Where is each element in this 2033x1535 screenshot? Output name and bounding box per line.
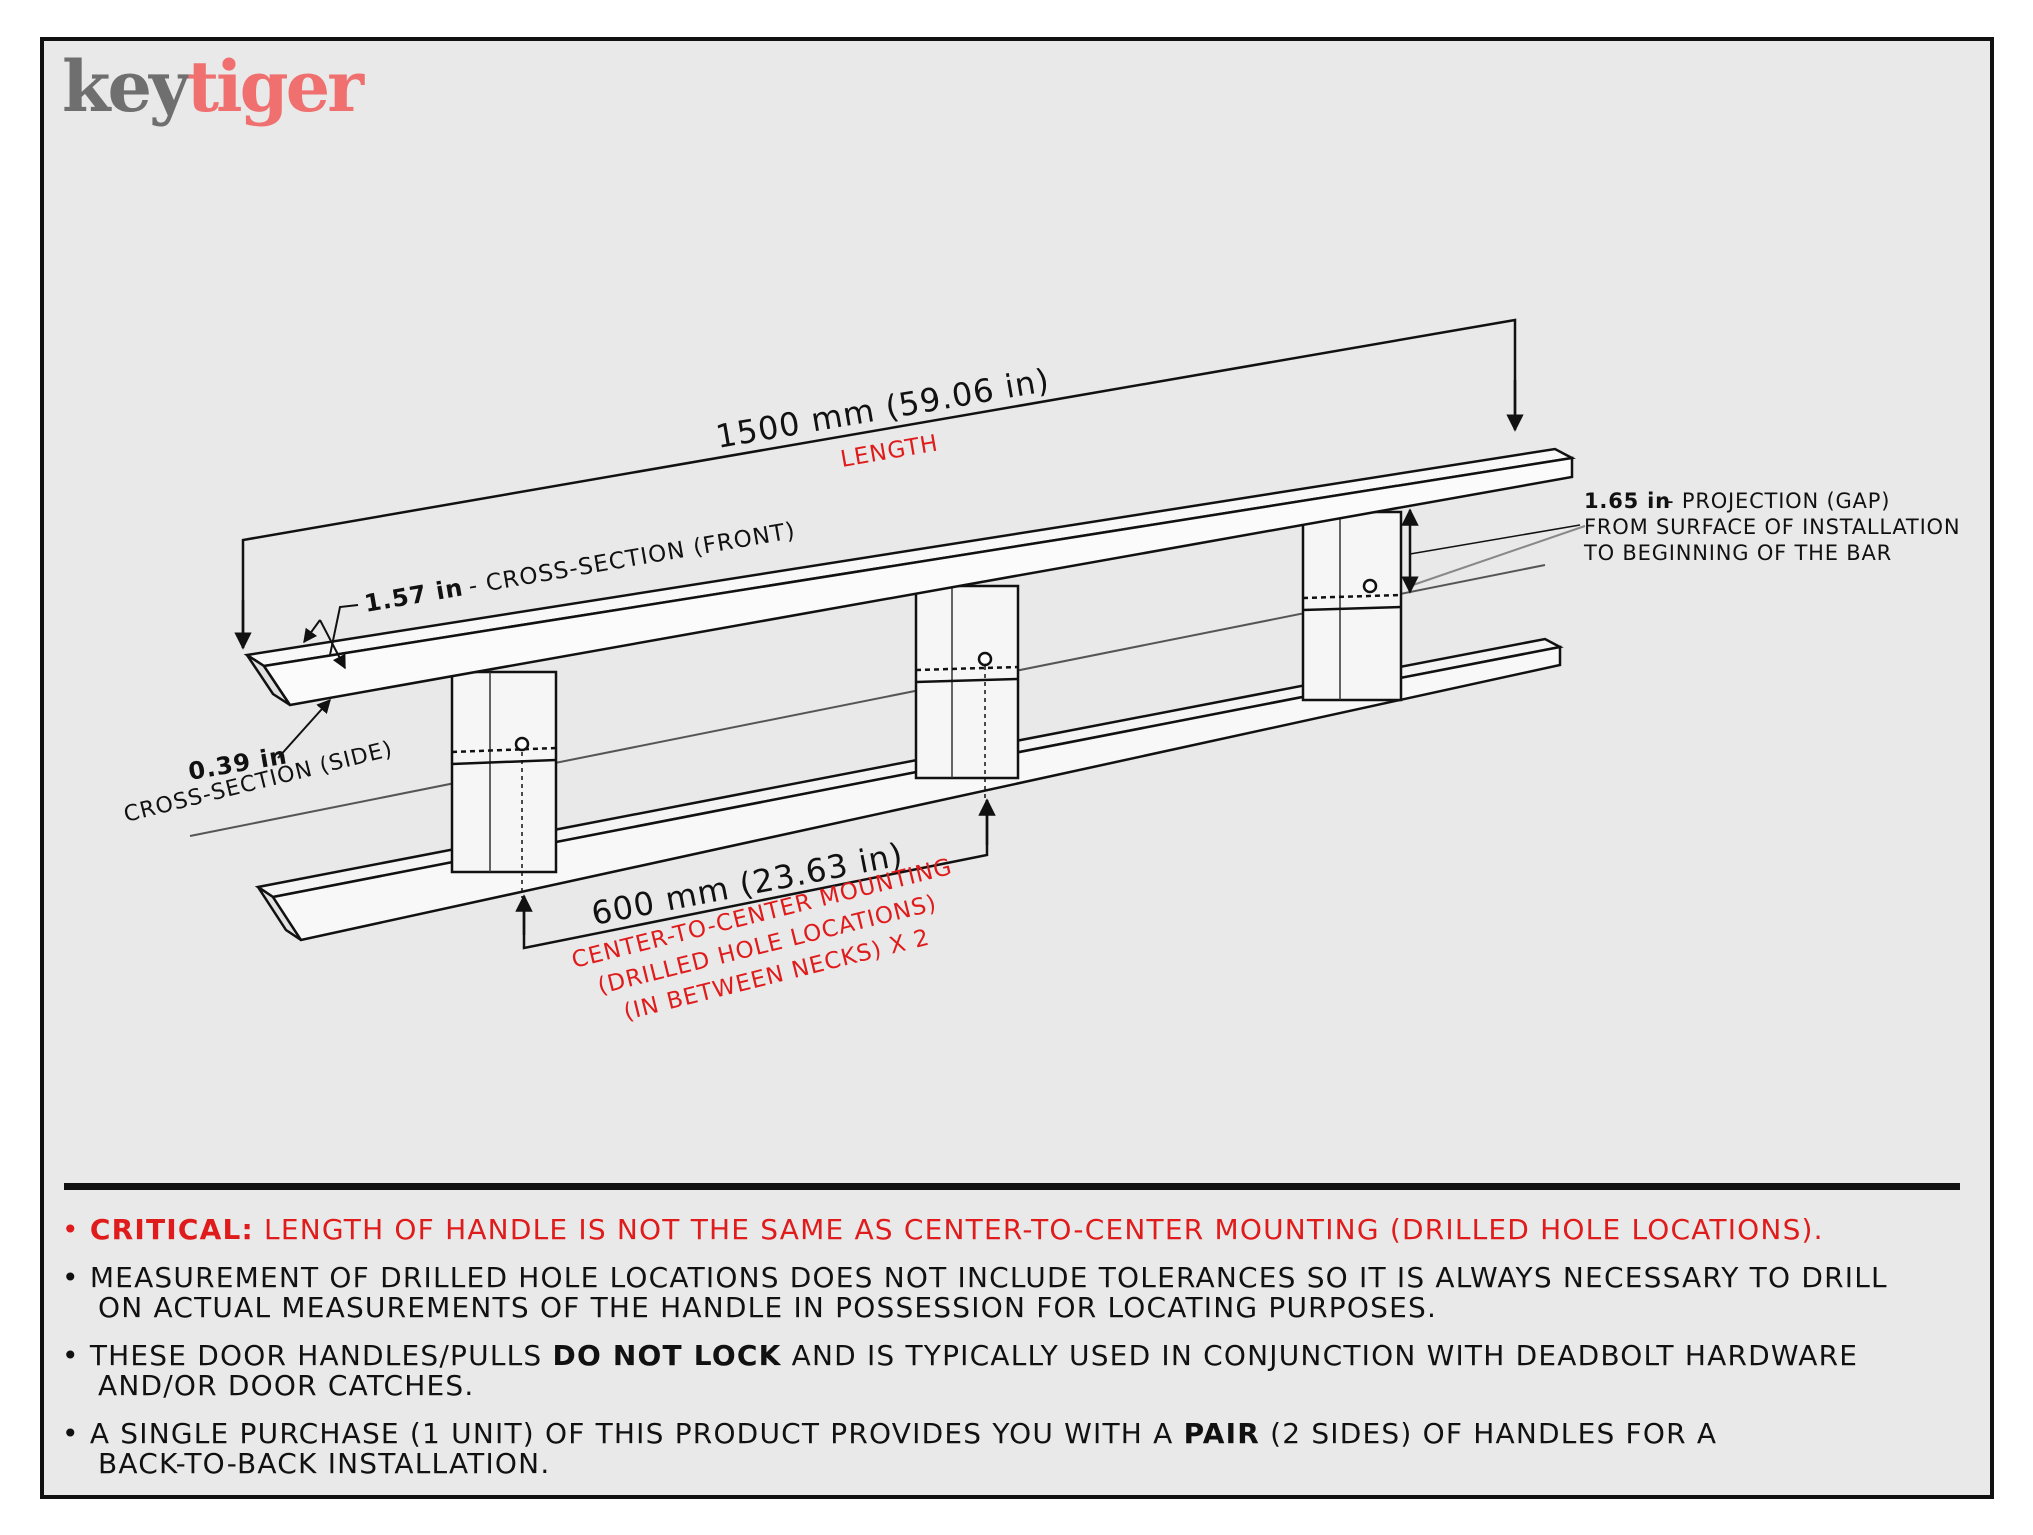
note-bullet: •: [62, 1417, 80, 1450]
note-bullet: •: [62, 1213, 80, 1246]
logo-key: key: [62, 45, 190, 128]
note-lock-post: AND IS TYPICALLY USED IN CONJUNCTION WIT…: [781, 1339, 1859, 1372]
front-value: 1.57 in: [362, 573, 465, 618]
note-tolerances-line2: ON ACTUAL MEASUREMENTS OF THE HANDLE IN …: [98, 1291, 1438, 1324]
post-middle: [914, 584, 1020, 780]
section-divider: [64, 1183, 1960, 1190]
note-bullet: •: [62, 1339, 80, 1372]
base-plate: [254, 637, 1564, 942]
note-critical-text: LENGTH OF HANDLE IS NOT THE SAME AS CENT…: [253, 1213, 1824, 1246]
logo-tiger: tiger: [186, 45, 364, 128]
note-pair-bold: PAIR: [1183, 1417, 1260, 1450]
projection-line1: - PROJECTION (GAP): [1666, 489, 1890, 513]
keytiger-logo: keytiger: [62, 52, 364, 122]
note-lock-bold: DO NOT LOCK: [552, 1339, 782, 1372]
note-tolerances-line1: MEASUREMENT OF DRILLED HOLE LOCATIONS DO…: [79, 1261, 1888, 1294]
projection-line3: TO BEGINNING OF THE BAR: [1583, 541, 1892, 565]
note-pair-pre: A SINGLE PURCHASE (1 UNIT) OF THIS PRODU…: [79, 1417, 1184, 1450]
projection-line2: FROM SURFACE OF INSTALLATION: [1584, 515, 1960, 539]
note-pair: • A SINGLE PURCHASE (1 UNIT) OF THIS PRO…: [62, 1419, 1962, 1479]
note-critical: • CRITICAL: LENGTH OF HANDLE IS NOT THE …: [62, 1215, 1962, 1245]
note-lock-pre: THESE DOOR HANDLES/PULLS: [79, 1339, 553, 1372]
note-pair-post: (2 SIDES) OF HANDLES FOR A: [1259, 1417, 1718, 1450]
reference-line-2: [1409, 525, 1586, 587]
note-lock-line2: AND/OR DOOR CATCHES.: [98, 1369, 475, 1402]
notes-section: • CRITICAL: LENGTH OF HANDLE IS NOT THE …: [62, 1215, 1962, 1497]
post-right: [1301, 510, 1403, 702]
note-critical-label: CRITICAL:: [89, 1213, 254, 1246]
note-lock: • THESE DOOR HANDLES/PULLS DO NOT LOCK A…: [62, 1341, 1962, 1401]
note-pair-line2: BACK-TO-BACK INSTALLATION.: [98, 1447, 551, 1480]
note-tolerances: • MEASUREMENT OF DRILLED HOLE LOCATIONS …: [62, 1263, 1962, 1323]
projection-value: 1.65 in: [1584, 489, 1671, 513]
front-leader: [329, 604, 359, 656]
handle-diagram: 1500 mm (59.06 in) LENGTH 1.57 in - CROS…: [121, 318, 1960, 1026]
front-arrow-1: [303, 619, 321, 644]
side-leader: [277, 698, 331, 759]
note-bullet: •: [62, 1261, 80, 1294]
length-dimension-line: [241, 318, 1517, 648]
top-bar: [243, 447, 1576, 707]
length-label: LENGTH: [839, 430, 941, 472]
post-left: [450, 670, 558, 874]
